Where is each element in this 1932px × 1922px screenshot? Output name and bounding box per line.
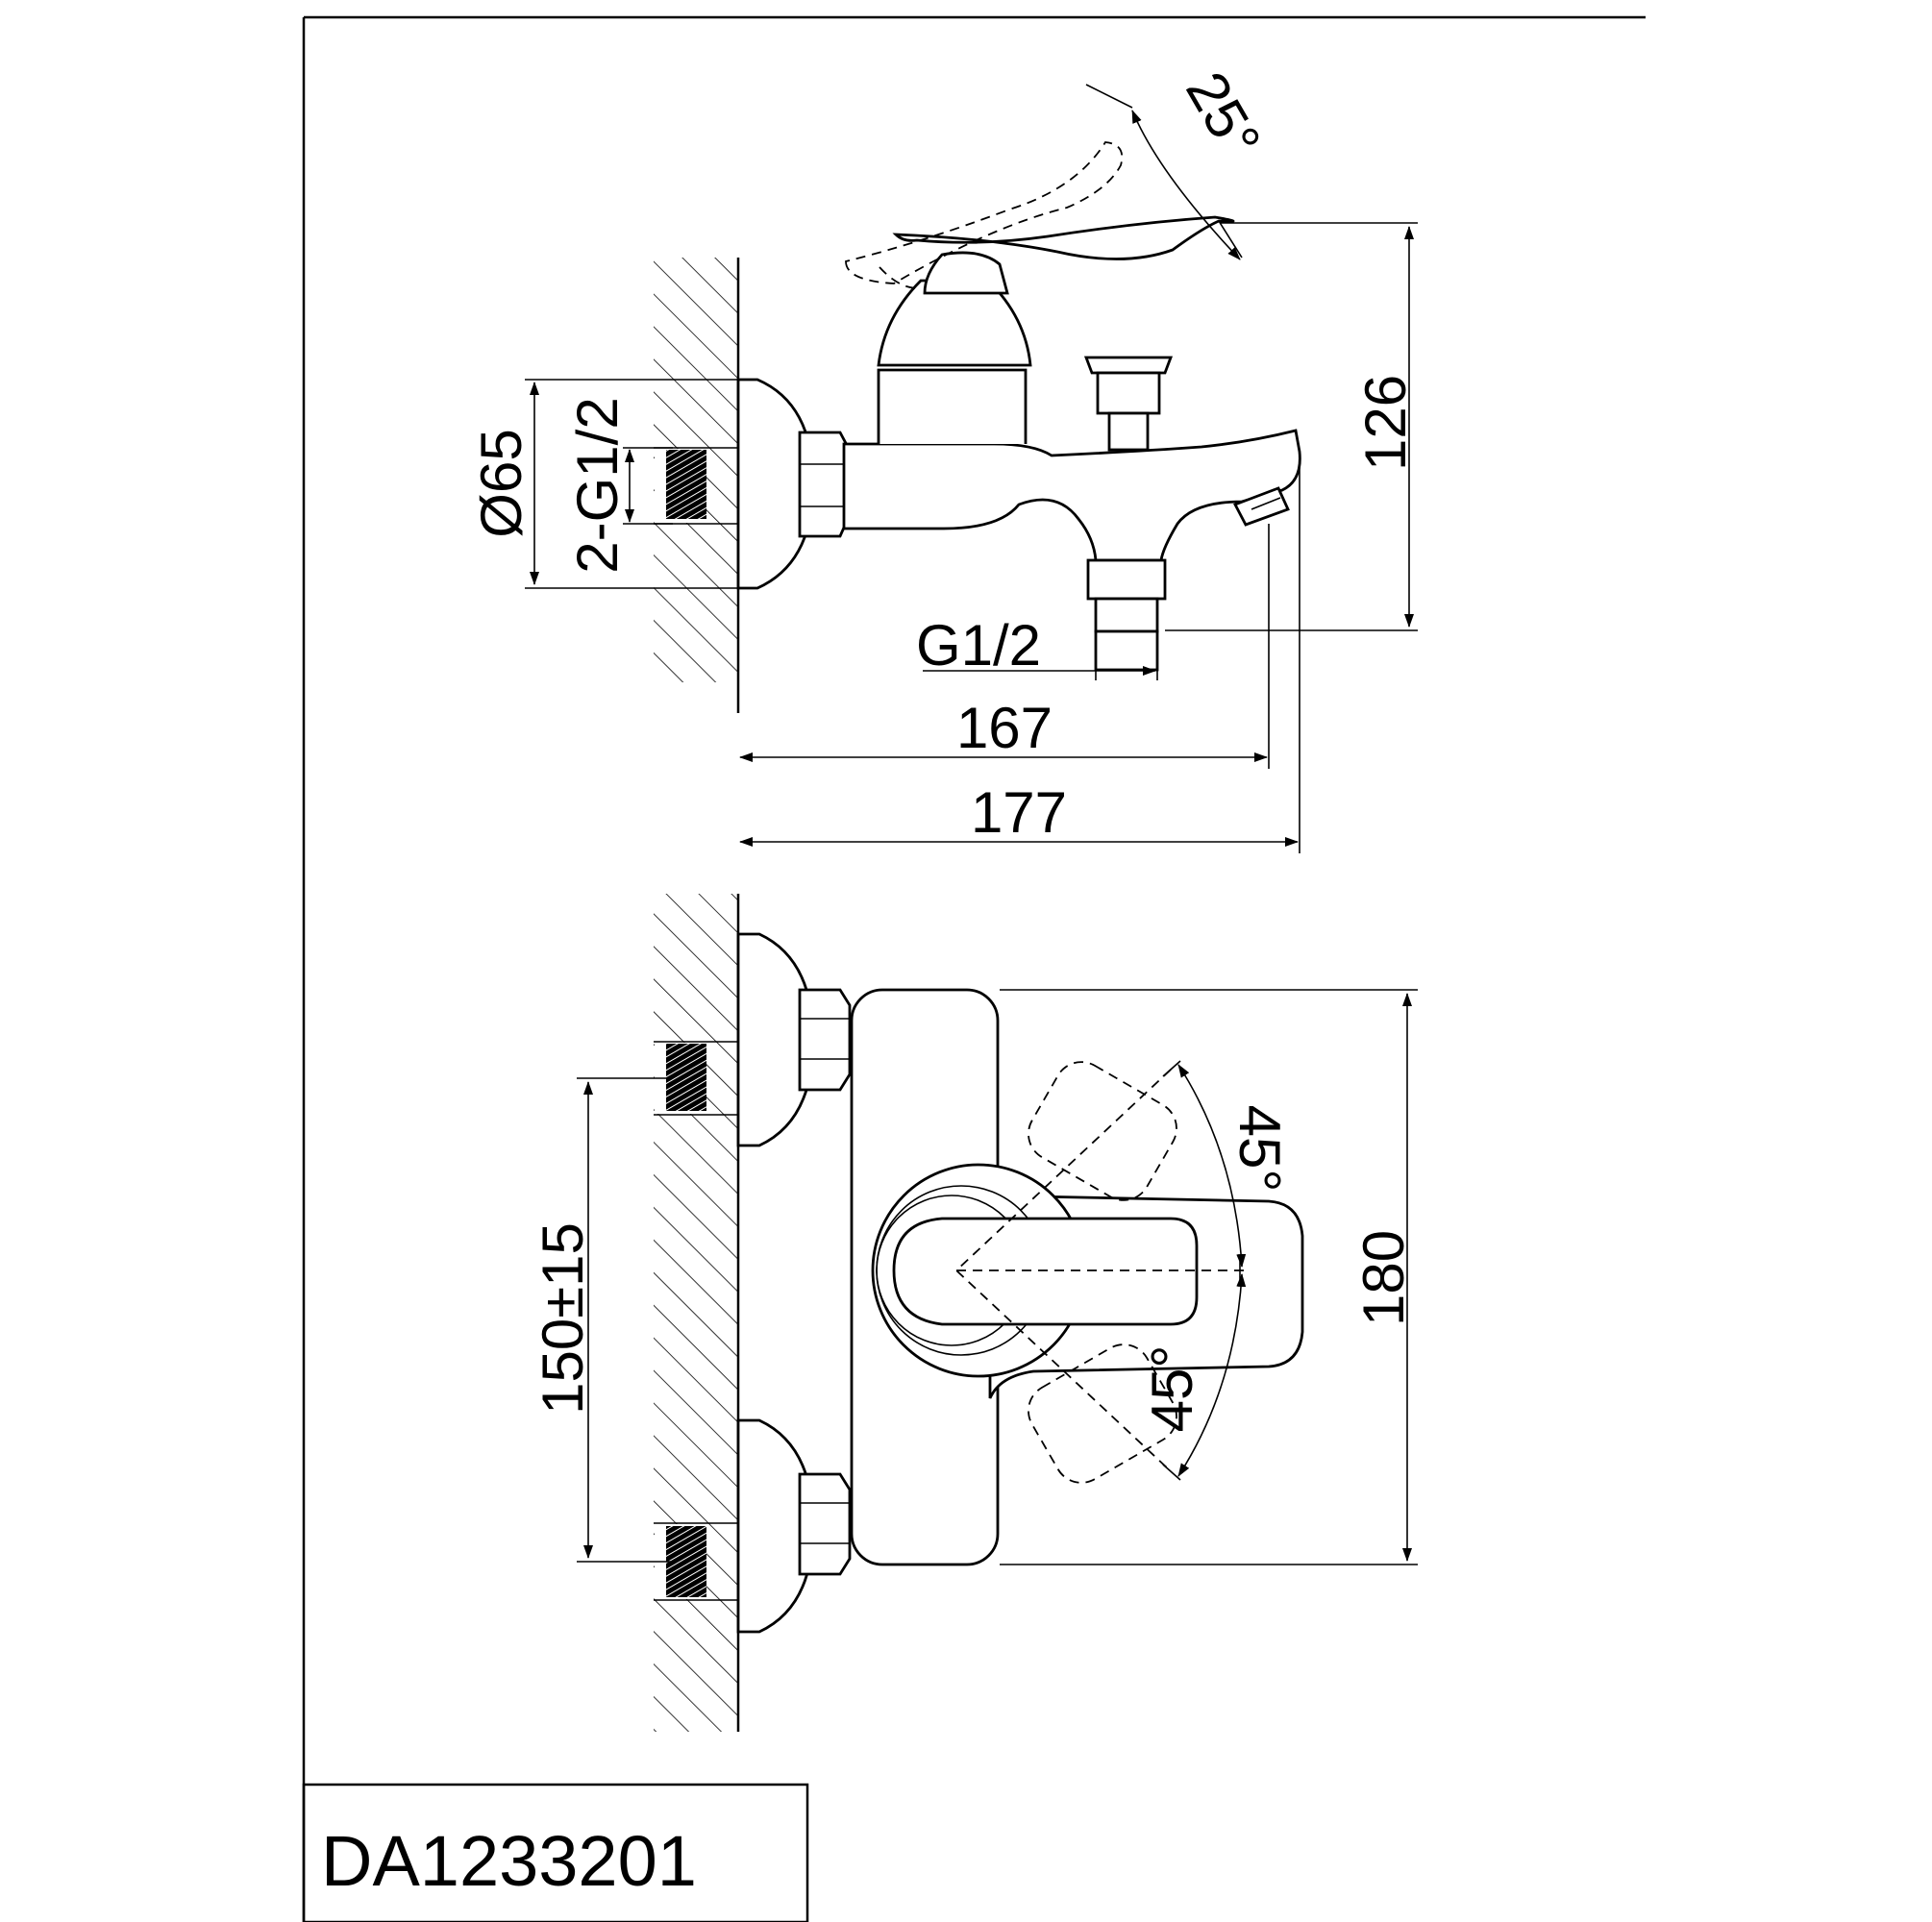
side-view: 25° Ø65 2-G1/2 126 G1/2 [469, 62, 1418, 853]
inlet-thread-dimension [623, 447, 673, 525]
wall-section-side [654, 258, 740, 713]
rotation-angle-dimension [1162, 1060, 1247, 1481]
top-view: 45° 45° 150±15 180 [531, 894, 1418, 1732]
spout-length-overall-label: 177 [971, 780, 1067, 845]
flange-diameter-label: Ø65 [469, 429, 533, 537]
rotation-angle-upper-label: 45° [1227, 1105, 1292, 1193]
rotation-angle-lower-label: 45° [1140, 1345, 1204, 1433]
upper-hex-nut [798, 988, 852, 1092]
inlet-thread-label: 2-G1/2 [565, 397, 630, 573]
angle-25-dimension [1085, 84, 1243, 260]
spout-aerator [1233, 486, 1290, 527]
spout-length-inner-label: 167 [956, 696, 1053, 760]
body-width-dimension [1000, 989, 1418, 1565]
lever-handle-tilted [845, 141, 1124, 284]
outlet-thread-label: G1/2 [916, 613, 1041, 678]
lower-hex-nut [798, 1472, 852, 1576]
inlet-spacing-dimension [577, 1077, 673, 1563]
cartridge-cover [877, 368, 1028, 444]
mixer-body [842, 429, 1301, 562]
drawing-frame [302, 15, 1646, 1922]
spout-length-overall-dimension [739, 452, 1300, 853]
height-dimension [1165, 222, 1418, 631]
height-label: 126 [1353, 375, 1418, 471]
outlet-thread-dimension [923, 631, 1158, 680]
inlet-thread [666, 450, 706, 519]
angle-25-label: 25° [1174, 62, 1273, 169]
body-width-label: 180 [1351, 1230, 1416, 1326]
wall-section-top [654, 894, 740, 1732]
flange-diameter-dimension [525, 379, 740, 589]
lever-handle-rotated-down [1028, 1343, 1177, 1484]
inlet-spacing-label: 150±15 [531, 1222, 595, 1415]
outlet-stem [1086, 558, 1167, 672]
upper-inlet-thread [666, 1044, 706, 1111]
model-code: DA1233201 [321, 1821, 697, 1901]
hex-nut [798, 431, 850, 538]
spout-length-inner-dimension [739, 524, 1270, 769]
lever-handle-top [892, 1217, 1199, 1326]
lever-handle-rotated-up [1028, 1061, 1177, 1201]
diverter-knob [1083, 356, 1174, 452]
